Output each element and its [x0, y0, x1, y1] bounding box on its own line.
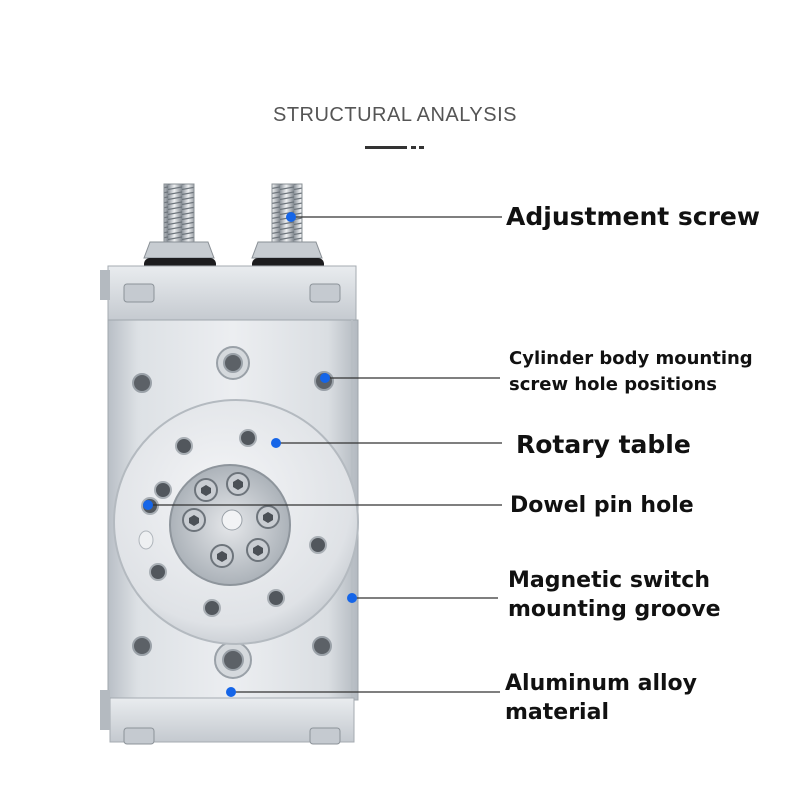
callout-line: material: [505, 700, 609, 726]
callout-line: Adjustment screw: [506, 202, 760, 231]
callout-line: Aluminum alloy: [505, 671, 697, 696]
callout-rotary-table: Rotary table: [516, 428, 691, 461]
callout-magnetic-switch-groove: Magnetic switch mounting groove: [508, 566, 721, 624]
leader-lines: [148, 216, 502, 693]
callout-line: screw hole positions: [509, 374, 717, 396]
page-title: STRUCTURAL ANALYSIS: [272, 104, 517, 126]
callout-line: Cylinder body mounting: [509, 348, 753, 369]
callout-line: Magnetic switch: [508, 568, 711, 593]
callout-dowel-pin-hole: Dowel pin hole: [510, 491, 694, 520]
mounting-screw-holes: [132, 346, 334, 679]
marker-rotary-table: [271, 438, 281, 448]
callout-line: mounting groove: [508, 597, 721, 623]
adjustment-screws: [143, 183, 324, 272]
marker-magnetic-switch-groove: [347, 593, 357, 603]
callout-adjustment-screw: Adjustment screw: [506, 200, 760, 233]
callout-mounting-holes: Cylinder body mounting screw hole positi…: [509, 346, 753, 398]
title-underline: [365, 146, 425, 149]
marker-aluminum-material: [226, 687, 236, 697]
marker-adjustment-screw: [286, 212, 296, 222]
callout-line: Dowel pin hole: [510, 493, 694, 518]
marker-dowel-pin-hole: [143, 500, 153, 510]
callout-line: Rotary table: [516, 430, 691, 459]
rotary-table-holes: [141, 429, 327, 617]
marker-mounting-holes: [320, 373, 330, 383]
callout-aluminum-material: Aluminum alloy material: [505, 669, 697, 727]
callout-markers: [143, 212, 357, 697]
